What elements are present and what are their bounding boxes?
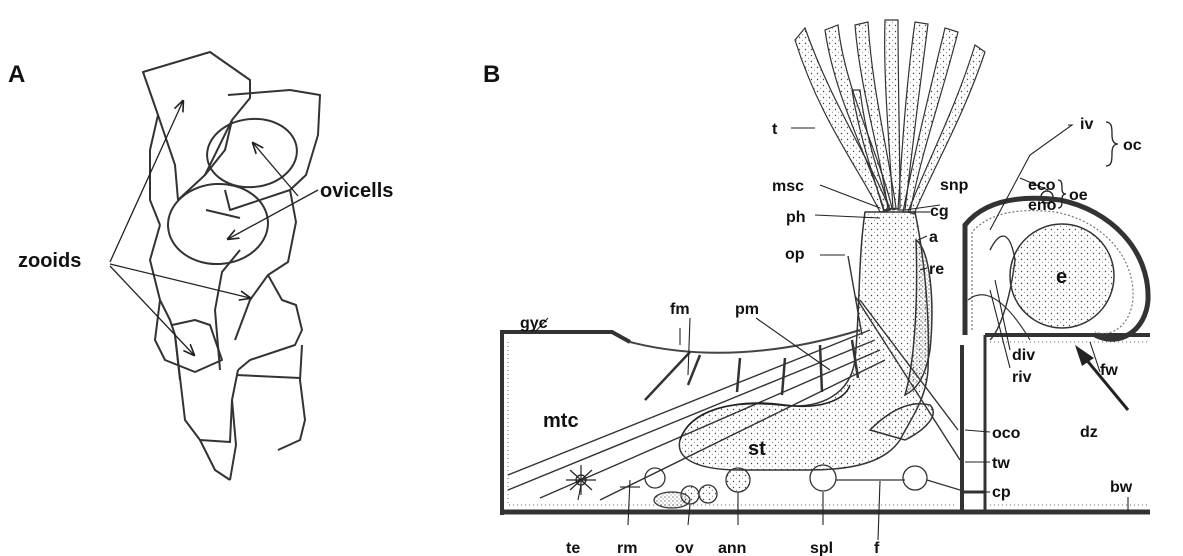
label-eco: eco <box>1028 177 1056 194</box>
label-ov: ov <box>675 540 694 556</box>
polypide <box>679 212 933 470</box>
ann-circle <box>726 468 750 492</box>
rm-circle <box>645 468 665 488</box>
label-fw: fw <box>1100 362 1118 379</box>
label-bw: bw <box>1110 479 1133 496</box>
label-re: re <box>929 261 944 278</box>
label-div: div <box>1012 347 1035 364</box>
label-eno: eno <box>1028 197 1057 214</box>
label-te: te <box>566 540 580 556</box>
panel-a: A <box>8 52 393 480</box>
label-f: f <box>874 540 880 556</box>
label-t: t <box>772 121 778 138</box>
label-oco: oco <box>992 425 1021 442</box>
panel-a-letter: A <box>8 61 25 88</box>
label-cp: cp <box>992 484 1011 501</box>
label-snp: snp <box>940 177 969 194</box>
label-fm: fm <box>670 301 690 318</box>
panel-b: B <box>483 20 1150 556</box>
label-ann: ann <box>718 540 746 556</box>
label-st: st <box>748 438 766 460</box>
label-cg: cg <box>930 203 949 220</box>
ovicell-pointer-2 <box>228 190 318 239</box>
label-oc: oc <box>1123 137 1142 154</box>
ovicell-upper <box>204 114 301 191</box>
label-iv: iv <box>1080 116 1093 133</box>
label-zooids: zooids <box>18 250 81 272</box>
label-oe: oe <box>1069 187 1088 204</box>
label-pm: pm <box>735 301 759 318</box>
zooid-pointer-2 <box>110 264 250 298</box>
zooid-pointer-1 <box>110 101 183 262</box>
panel-b-letter: B <box>483 61 500 88</box>
label-mtc: mtc <box>543 410 579 432</box>
panel-a-pointers <box>110 101 318 355</box>
label-riv: riv <box>1012 369 1032 386</box>
label-rm: rm <box>617 540 637 556</box>
zooid-sketch <box>143 52 320 480</box>
label-msc: msc <box>772 178 804 195</box>
label-a: a <box>929 229 938 246</box>
spl-circle-2 <box>903 466 927 490</box>
label-op: op <box>785 246 805 263</box>
label-tw: tw <box>992 455 1010 472</box>
label-ovicells: ovicells <box>320 180 393 202</box>
braces <box>1058 122 1118 208</box>
label-gyc: gyc <box>520 315 548 332</box>
label-dz: dz <box>1080 424 1098 441</box>
testis <box>566 465 596 495</box>
frontal-membrane <box>630 330 860 353</box>
label-e: e <box>1056 266 1067 288</box>
label-spl: spl <box>810 540 833 556</box>
label-ph: ph <box>786 209 806 226</box>
zooid-pointer-3 <box>110 266 194 355</box>
